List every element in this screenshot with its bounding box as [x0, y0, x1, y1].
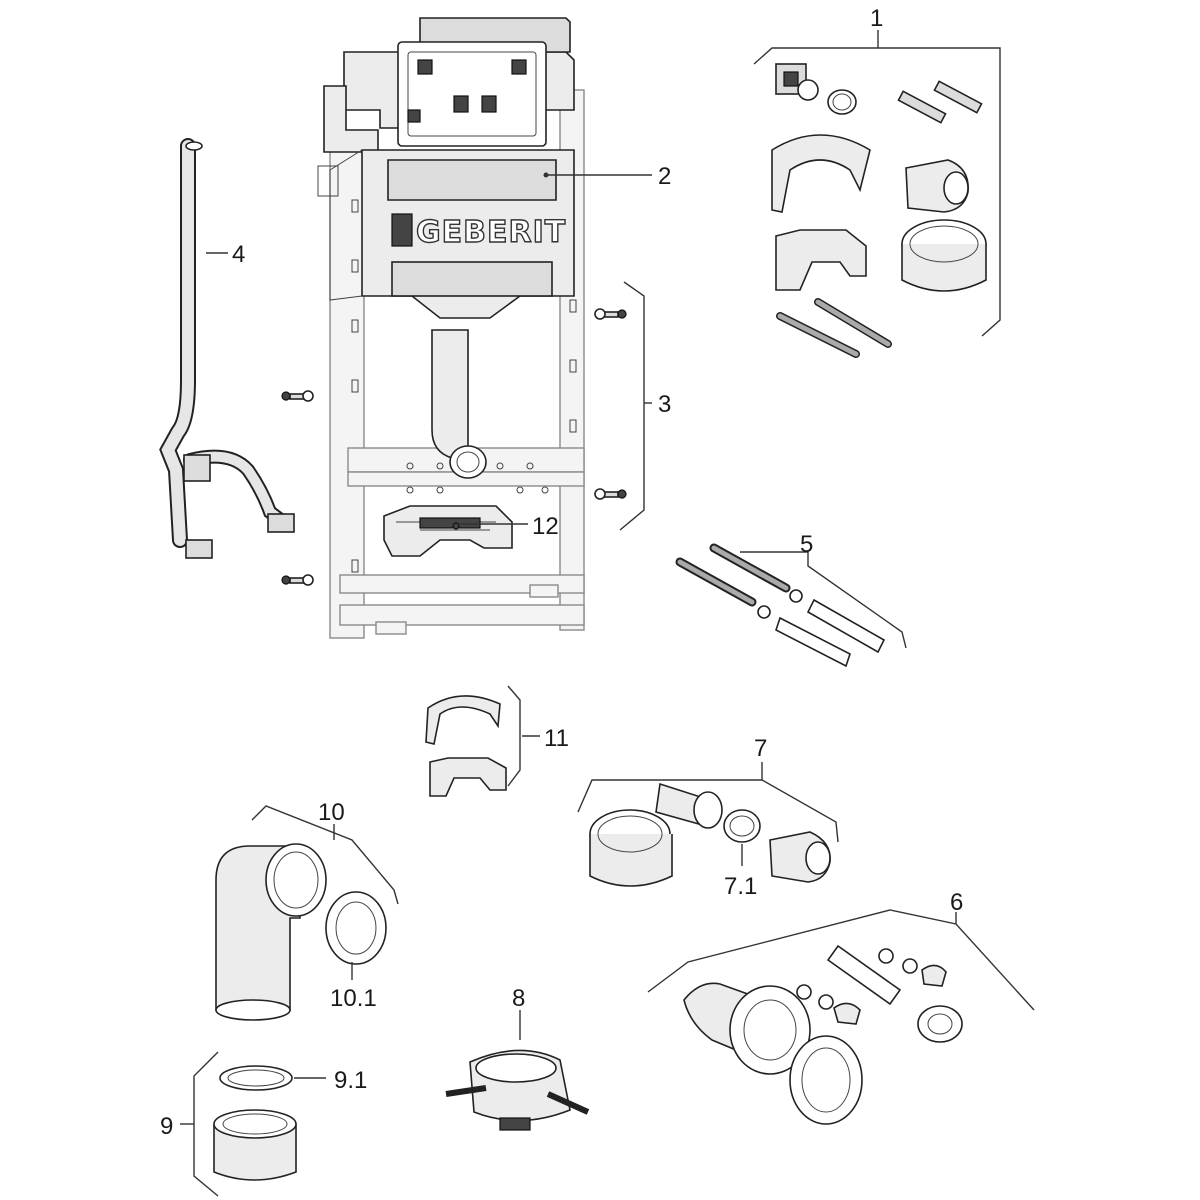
callout-4: 4 — [232, 241, 245, 268]
callout-9: 9 — [160, 1113, 173, 1140]
fastening-kit-part-1 — [753, 30, 1001, 358]
connection-kit-part-7 — [577, 762, 839, 887]
callout-3: 3 — [658, 391, 671, 418]
callout-2: 2 — [658, 163, 671, 190]
flush-pipe-part-4 — [159, 138, 295, 559]
elbow-part-10 — [215, 805, 399, 1021]
bracket-part-12 — [383, 505, 513, 557]
cistern: GEBERIT — [317, 17, 652, 319]
callout-11: 11 — [544, 725, 569, 752]
callout-8: 8 — [512, 985, 525, 1012]
threaded-rods-part-5 — [675, 543, 907, 668]
callout-9-1: 9.1 — [334, 1067, 367, 1094]
callout-10-1: 10.1 — [330, 985, 377, 1012]
callout-1: 1 — [870, 5, 883, 32]
connector-part-8 — [445, 1010, 590, 1131]
adapter-part-9 — [180, 1051, 326, 1197]
callout-6: 6 — [950, 889, 963, 916]
callout-7-1: 7.1 — [724, 873, 757, 900]
brand-logo-text: GEBERIT — [416, 215, 566, 250]
clip-part-11 — [425, 685, 540, 797]
callout-labels: 1 2 3 4 5 6 7 7.1 8 9 9.1 10 10.1 11 12 — [160, 5, 963, 1140]
frame-screws-part-3 — [281, 281, 652, 586]
pipe-kit-part-6 — [647, 909, 1035, 1125]
callout-7: 7 — [754, 735, 767, 762]
callout-12: 12 — [532, 513, 559, 540]
callout-10: 10 — [318, 799, 345, 826]
callout-5: 5 — [800, 531, 813, 558]
